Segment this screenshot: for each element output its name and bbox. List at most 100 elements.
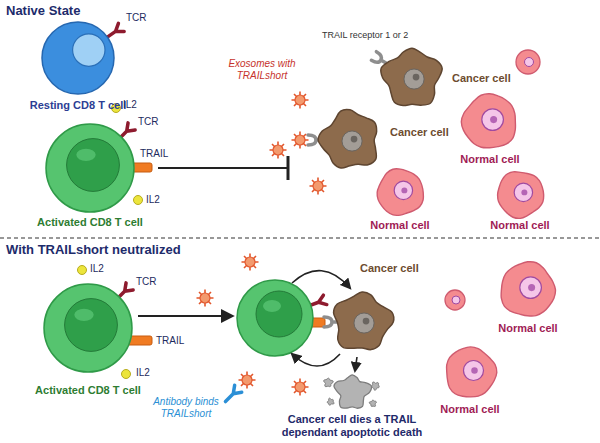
cell-outline: [499, 261, 556, 318]
cell-shape: [377, 168, 423, 215]
dying-cell-body: [334, 375, 372, 408]
small-normal-cell: [516, 50, 540, 74]
cell-outline: [333, 373, 371, 411]
act-cell: Activated CD8 T cell: [46, 124, 134, 212]
nucleolus: [490, 116, 497, 123]
receptor-name: TRAIL receptor 1 or 2: [322, 30, 408, 40]
cancer-cell: Cancer cell: [379, 45, 445, 111]
cell-outline: [317, 107, 383, 173]
cell-label: Resting CD8 T cell: [30, 99, 127, 112]
cell-nucleus: [525, 58, 534, 67]
cell-fragment: [369, 400, 376, 406]
t-cell-membrane: [46, 124, 134, 212]
exosome: [270, 142, 287, 159]
t-cell-membrane: [237, 280, 313, 356]
cell-fragment: [323, 378, 333, 387]
antibody-symbol: [222, 385, 242, 405]
cell-nucleus: [404, 69, 424, 89]
nucleolus: [521, 189, 527, 195]
exosome-note: Exosomes with TRAILshort: [222, 58, 302, 81]
cell-shape: [446, 346, 496, 396]
exosome: [197, 290, 214, 307]
section-heading: With TRAILshort neutralized: [6, 243, 181, 258]
section-heading: Native State: [6, 4, 80, 19]
protein-name: TRAIL: [156, 335, 184, 347]
cell-shape: [462, 94, 516, 148]
cancer-cell-body: [318, 109, 376, 168]
normal-cell: Normal cell: [496, 170, 545, 219]
section-divider: [0, 237, 600, 238]
cell-nucleus: [482, 109, 504, 131]
cell-nucleus: [342, 131, 362, 151]
il2-dot: [134, 196, 143, 205]
cell-outline: [461, 93, 518, 150]
cell-shape: [497, 171, 543, 218]
exosome: [292, 132, 309, 149]
t-cell-nucleus: [256, 291, 302, 337]
cell-label: Cancer cell: [390, 126, 449, 139]
nucleolus: [351, 136, 358, 143]
cell-label: Cancer cell: [452, 72, 511, 85]
cell-label: Cancer cell dies a TRAIL dependant apopt…: [272, 413, 432, 438]
exosome: [239, 372, 256, 389]
cytokine-name: IL2: [136, 367, 150, 379]
cell-shape: [501, 262, 555, 316]
cell-outline: [46, 124, 134, 212]
receptor-name: TCR: [126, 12, 147, 24]
dead-cell: Cancer cell dies a TRAIL dependant apopt…: [333, 373, 371, 411]
small-normal-cell: [445, 290, 465, 310]
cell-shape: [334, 292, 394, 350]
cell-shape: [46, 124, 134, 212]
inhibition-bar: [287, 156, 290, 180]
inhibition-line: [158, 167, 288, 169]
cell-outline: [496, 170, 545, 219]
cell-shape: [42, 22, 114, 94]
cell-shape: [318, 109, 376, 168]
small-normal-cell: [516, 50, 540, 74]
cell-label: Normal cell: [498, 322, 557, 335]
normal-cell-body: [501, 262, 555, 316]
cancer-cell-body: [381, 48, 442, 105]
exosome: [310, 178, 327, 195]
t-cell-nucleus: [65, 299, 118, 352]
cancer-cell-body: [334, 292, 394, 350]
exosome: [242, 254, 259, 271]
cytokine-name: IL2: [123, 99, 137, 111]
normal-cell: Normal cell: [444, 346, 497, 399]
cell-fragment: [371, 382, 379, 390]
engaged-t-cell: [237, 280, 313, 356]
activation-arrow: [138, 315, 232, 317]
cell-outline: [42, 22, 114, 94]
nucleus-highlight: [74, 309, 93, 321]
nucleolus: [413, 74, 420, 81]
cell-label: Normal cell: [490, 219, 549, 232]
cancer-cell: Cancer cell: [317, 107, 383, 173]
cell-nucleus: [514, 183, 532, 201]
cell-shape: [381, 48, 442, 105]
exosome: [292, 379, 309, 396]
nucleolus: [471, 367, 478, 374]
cell-nucleus: [520, 277, 542, 299]
cell-nucleus: [354, 313, 374, 333]
receptor-name: TCR: [136, 276, 157, 288]
cell-nucleus: [463, 360, 483, 380]
cell-fragment: [327, 398, 334, 405]
normal-cell-body: [446, 346, 496, 396]
normal-cell: Normal cell: [376, 168, 425, 217]
cell-label: Activated CD8 T cell: [35, 384, 141, 397]
small-normal-cell: [445, 290, 465, 310]
t-cell-nucleus: [67, 139, 120, 192]
cell-nucleus: [394, 181, 412, 199]
cell-outline: [376, 168, 425, 217]
normal-cell: Normal cell: [499, 261, 556, 318]
t-cell-membrane: [42, 22, 114, 94]
rest-cell: Resting CD8 T cell: [42, 22, 114, 94]
cell-label: Normal cell: [460, 153, 519, 166]
interaction-arrow: [292, 271, 350, 288]
cell-outline: [329, 289, 395, 355]
cell-label: Cancer cell: [360, 262, 419, 275]
cell-label: Normal cell: [370, 219, 429, 232]
il2-dot: [122, 370, 131, 379]
act-cell: Activated CD8 T cell: [44, 284, 132, 372]
